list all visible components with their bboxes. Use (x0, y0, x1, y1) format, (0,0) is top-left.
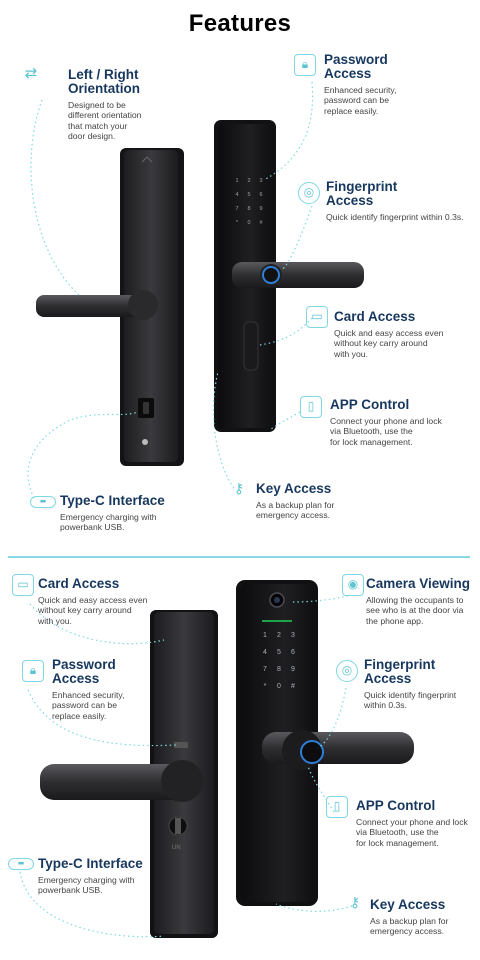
keypad-key: 0 (247, 220, 250, 226)
keypad-key: 6 (291, 649, 295, 656)
keypad-key: * (236, 220, 239, 226)
keypad-key: 6 (259, 192, 262, 198)
keypad-key: 8 (277, 666, 281, 673)
keypad-key: 3 (259, 178, 262, 184)
key-icon: ⚷ (349, 895, 361, 911)
keypad-key: 4 (263, 649, 267, 656)
usb-c-icon: ▬ (30, 496, 56, 508)
phone-icon: ▯ (300, 396, 322, 418)
card-icon: ▭ (306, 306, 328, 328)
fingerprint-icon: ◎ (298, 182, 320, 204)
top-lock-back-handle (36, 290, 158, 320)
leader-lines (19, 81, 353, 938)
keypad-key: 7 (235, 206, 238, 212)
keypad-key: 7 (263, 666, 267, 673)
top-keypad: 1 2 3 4 5 6 7 8 9 * 0 # (235, 178, 263, 226)
feature-title: Type-C Interface (38, 856, 143, 871)
keypad-key: 9 (259, 206, 262, 212)
keypad-key: # (259, 220, 263, 226)
feature-title: Card Access (38, 576, 120, 591)
feature-camera-viewing: Camera Viewing Allowing the occupants to… (366, 577, 478, 626)
keypad-key: 5 (247, 192, 250, 198)
bottom-keypad: 1 2 3 4 5 6 7 8 9 * 0 # (263, 632, 295, 690)
feature-title: APP Control (330, 397, 410, 412)
keypad-key: # (291, 683, 295, 690)
svg-text:UN: UN (172, 845, 181, 851)
keypad-key: * (264, 683, 267, 690)
padlock-icon: 🔒︎ (294, 54, 316, 76)
feature-title: Camera Viewing (366, 576, 471, 591)
keypad-key: 4 (235, 192, 238, 198)
keypad-key: 3 (291, 632, 295, 639)
bottom-lock-front-handle (262, 730, 414, 770)
feature-type-c-interface-2: Type-C Interface Emergency charging with… (38, 857, 198, 896)
feature-type-c-interface: Type-C Interface Emergency charging with… (60, 494, 220, 533)
fingerprint-icon: ◎ (336, 660, 358, 682)
keypad-key: 1 (235, 178, 238, 184)
keypad-key: 2 (247, 178, 250, 184)
phone-icon: ▯ (326, 796, 348, 818)
keypad-key: 8 (247, 206, 250, 212)
usb-c-icon: ▬ (8, 858, 34, 870)
keypad-key: 9 (291, 666, 295, 673)
camera-icon: ◉ (342, 574, 364, 596)
feature-title: Key Access (370, 897, 446, 912)
page-title: Features (188, 10, 292, 37)
keypad-key: 1 (263, 632, 267, 639)
feature-title: Card Access (334, 309, 416, 324)
feature-description: Quick identify fingerprint within 0.3s. (326, 212, 464, 222)
bottom-lock-back-handle (40, 760, 203, 802)
top-lock-front-handle (232, 262, 364, 288)
section-divider (8, 556, 470, 558)
keypad-key: 0 (277, 683, 281, 690)
keypad-key: 2 (277, 632, 281, 639)
padlock-icon: 🔒︎ (22, 660, 44, 682)
keypad-key: 5 (277, 649, 281, 656)
key-icon: ⚷ (233, 481, 245, 497)
left-right-arrows-icon: ⇄ (24, 64, 38, 82)
feature-title: Key Access (256, 481, 332, 496)
feature-title: Type-C Interface (60, 493, 165, 508)
card-icon: ▭ (12, 574, 34, 596)
feature-title: APP Control (356, 798, 436, 813)
